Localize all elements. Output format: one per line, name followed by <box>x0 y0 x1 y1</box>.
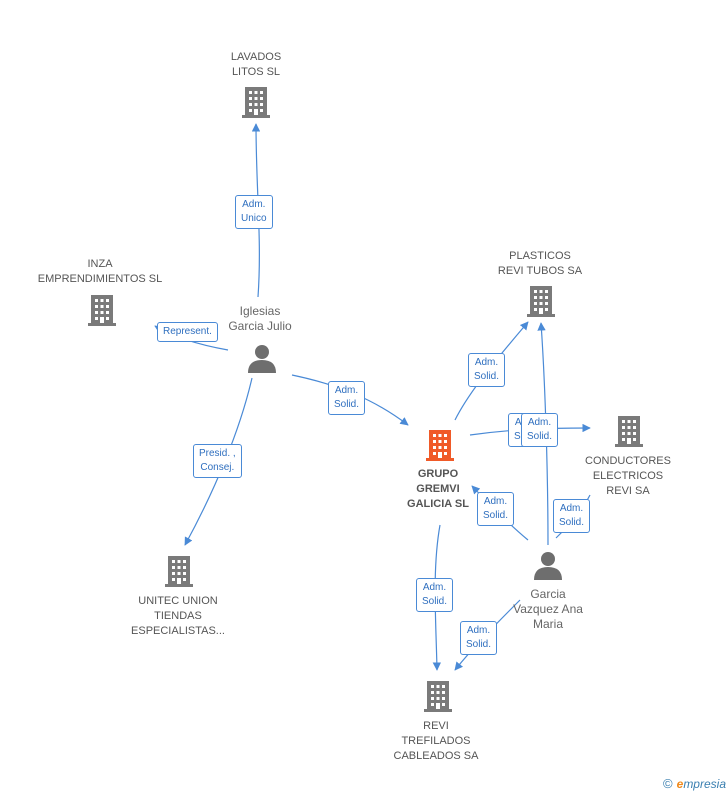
copyright-icon: © <box>663 776 673 791</box>
label-line: ESPECIALISTAS... <box>131 625 225 637</box>
label-line: REVI <box>423 720 449 732</box>
building-icon-plasticos[interactable] <box>527 286 555 317</box>
edge-label-iglesias-gremvi[interactable]: Adm. Solid. <box>328 381 366 415</box>
label-line: Iglesias <box>239 304 281 318</box>
edge-label-gremvi-plasticos[interactable]: Adm. Solid. <box>468 353 506 387</box>
footer-brand: ©empresia <box>663 776 726 791</box>
label-line: Adm. <box>242 199 266 210</box>
label-line: Solid. <box>559 517 585 528</box>
label-line: INZA <box>87 258 113 270</box>
label-line: Adm. <box>466 625 491 636</box>
node-label-lavados[interactable]: LAVADOS LITOS SL <box>206 50 306 80</box>
label-line: TREFILADOS <box>401 735 471 747</box>
brand-logo-text: mpresia <box>683 777 726 791</box>
edge-label-iglesias-unitec[interactable]: Presid. , Consej. <box>193 444 242 478</box>
edge-label-garcia-gremvi[interactable]: Adm. Solid. <box>477 492 515 526</box>
edge-label-garcia-conductores[interactable]: Adm. Solid. <box>553 499 591 533</box>
building-icon-revi[interactable] <box>424 681 452 712</box>
brand-logo-initial: e <box>676 777 684 791</box>
label-line: Solid. <box>483 510 509 521</box>
label-line: LITOS SL <box>231 66 281 78</box>
building-icon-conductores[interactable] <box>615 416 643 447</box>
label-line: EMPRENDIMIENTOS SL <box>37 273 163 285</box>
label-line: UNITEC UNION <box>138 595 218 607</box>
building-icon-inza[interactable] <box>88 295 116 326</box>
node-label-conductores[interactable]: CONDUCTORES ELECTRICOS REVI SA <box>576 454 680 499</box>
label-line: Solid. <box>474 371 500 382</box>
node-label-inza[interactable]: INZA EMPRENDIMIENTOS SL <box>30 257 170 287</box>
label-line: Garcia Julio <box>228 319 292 333</box>
label-line: REVI SA <box>606 485 650 497</box>
label-line: Maria <box>532 617 563 631</box>
edge-label-gremvi-revi[interactable]: Adm. Solid. <box>416 578 454 612</box>
label-line: Adm. <box>422 582 447 593</box>
label-line: Adm. <box>559 503 584 514</box>
label-line: REVI TUBOS SA <box>497 265 583 277</box>
person-icon-iglesias[interactable] <box>248 345 276 373</box>
edge-label-garcia-revi[interactable]: Adm. Solid. <box>460 621 498 655</box>
node-label-plasticos[interactable]: PLASTICOS REVI TUBOS SA <box>480 249 600 279</box>
node-label-gremvi[interactable]: GRUPO GREMVI GALICIA SL <box>388 467 488 512</box>
building-icon-unitec[interactable] <box>165 556 193 587</box>
building-icon-lavados[interactable] <box>242 87 270 118</box>
label-line: LAVADOS <box>230 51 282 63</box>
building-icon-gremvi[interactable] <box>426 430 454 461</box>
label-line: GALICIA SL <box>407 498 469 510</box>
label-line: Garcia <box>530 587 566 601</box>
label-line: Vazquez Ana <box>513 602 583 616</box>
label-line: TIENDAS <box>154 610 202 622</box>
label-line: Adm. <box>483 496 508 507</box>
label-line: Consej. <box>200 462 235 473</box>
label-line: Adm. <box>474 357 499 368</box>
label-line: Adm. <box>527 417 552 428</box>
label-line: Unico <box>241 213 267 224</box>
label-line: Solid. <box>527 431 553 442</box>
edge-label-iglesias-lavados[interactable]: Adm. Unico <box>235 195 273 229</box>
label-line: GRUPO <box>417 468 459 480</box>
label-line: Solid. <box>466 639 492 650</box>
label-line: CONDUCTORES <box>585 455 671 467</box>
label-line: Represent. <box>163 326 212 337</box>
node-label-revi[interactable]: REVI TREFILADOS CABLEADOS SA <box>376 719 496 764</box>
label-line: CABLEADOS SA <box>393 750 479 762</box>
label-line: Adm. <box>334 385 359 396</box>
label-line: PLASTICOS <box>509 250 571 262</box>
node-label-unitec[interactable]: UNITEC UNION TIENDAS ESPECIALISTAS... <box>118 594 238 639</box>
label-line: GREMVI <box>416 483 460 495</box>
label-line: ELECTRICOS <box>592 470 664 482</box>
edge-label-garcia-plasticos[interactable]: Adm. Solid. <box>521 413 559 447</box>
person-icon-garcia[interactable] <box>534 552 562 580</box>
label-line: Solid. <box>334 399 360 410</box>
label-line: Presid. , <box>199 448 236 459</box>
edge-label-iglesias-inza[interactable]: Represent. <box>157 322 218 342</box>
label-line: Solid. <box>422 596 448 607</box>
